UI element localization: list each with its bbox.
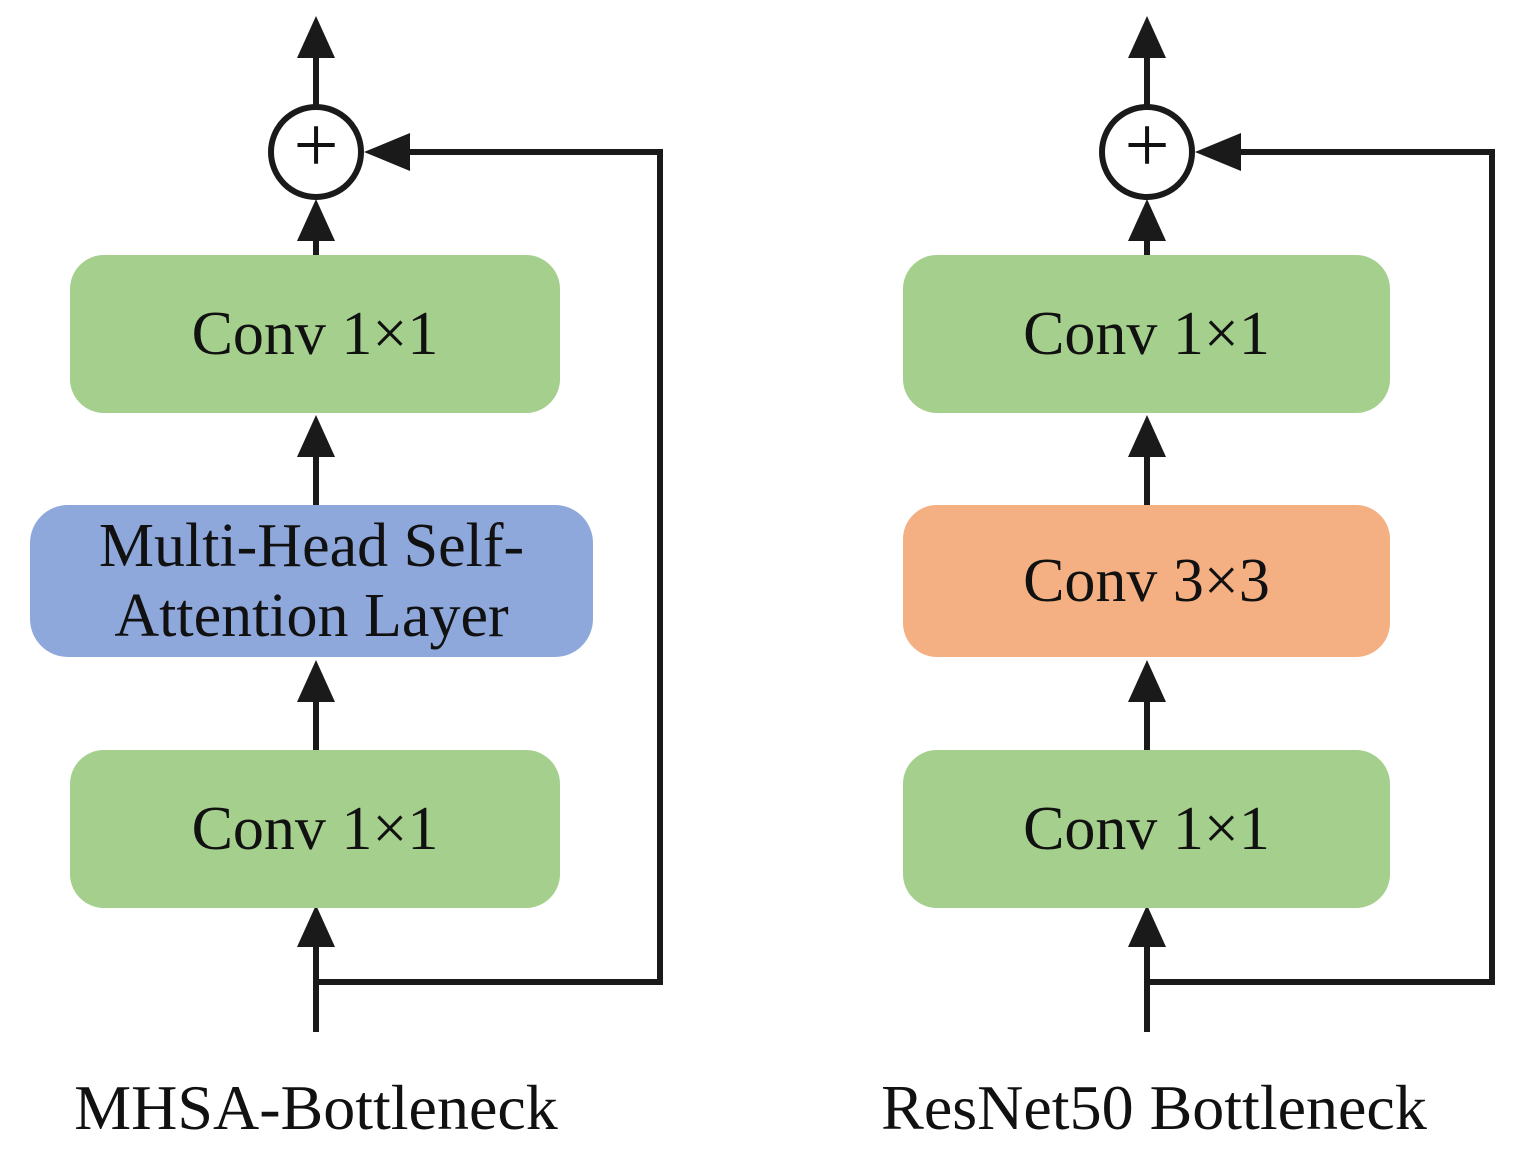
resnet-skip-arrowhead-icon xyxy=(1195,133,1241,171)
resnet-wires xyxy=(1099,16,1495,1032)
block-label-line2: Attention Layer xyxy=(114,582,509,650)
mhsa-skip-connection-line xyxy=(316,149,663,985)
block-label: Conv 1×1 xyxy=(191,794,439,863)
resnet-skip-connection-line xyxy=(1147,149,1495,985)
mhsa-output-arrowhead-icon xyxy=(297,16,335,58)
mhsa-sum-circle xyxy=(268,104,364,200)
plus-icon: + xyxy=(1124,102,1170,190)
mhsa-wires xyxy=(268,16,663,1032)
mhsa-conv1x1-top-block: Conv 1×1 xyxy=(70,255,560,413)
mhsa-diagram-caption: MHSA-Bottleneck xyxy=(74,1072,558,1143)
resnet-conv1x1-bottom-block: Conv 1×1 xyxy=(903,750,1390,908)
resnet-input-arrowhead-icon xyxy=(1128,905,1166,947)
block-label: Conv 1×1 xyxy=(191,299,439,368)
mhsa-attention-block: Multi-Head Self- Attention Layer xyxy=(30,505,593,657)
plus-icon: + xyxy=(293,102,339,190)
mhsa-arrow-conv-to-sum-head-icon xyxy=(297,199,335,241)
block-label: Conv 1×1 xyxy=(1023,299,1270,368)
block-label: Conv 1×1 xyxy=(1023,794,1270,863)
resnet-conv1x1-top-block: Conv 1×1 xyxy=(903,255,1390,413)
resnet-arrow-conv3-to-conv1-head-icon xyxy=(1128,415,1166,457)
resnet-diagram-caption: ResNet50 Bottleneck xyxy=(881,1072,1427,1143)
resnet-conv3x3-block: Conv 3×3 xyxy=(903,505,1390,657)
mhsa-arrow-attn-to-conv-head-icon xyxy=(297,415,335,457)
mhsa-input-arrowhead-icon xyxy=(297,905,335,947)
block-label: Conv 3×3 xyxy=(1023,546,1270,615)
resnet-arrow-conv-to-sum-head-icon xyxy=(1128,199,1166,241)
mhsa-skip-arrowhead-icon xyxy=(364,133,410,171)
resnet-sum-circle xyxy=(1099,104,1195,200)
resnet-arrow-conv1-to-conv3-head-icon xyxy=(1128,660,1166,702)
resnet-output-arrowhead-icon xyxy=(1128,16,1166,58)
mhsa-conv1x1-bottom-block: Conv 1×1 xyxy=(70,750,560,908)
mhsa-arrow-conv-to-attn-head-icon xyxy=(297,660,335,702)
block-label-line1: Multi-Head Self- xyxy=(98,511,525,580)
